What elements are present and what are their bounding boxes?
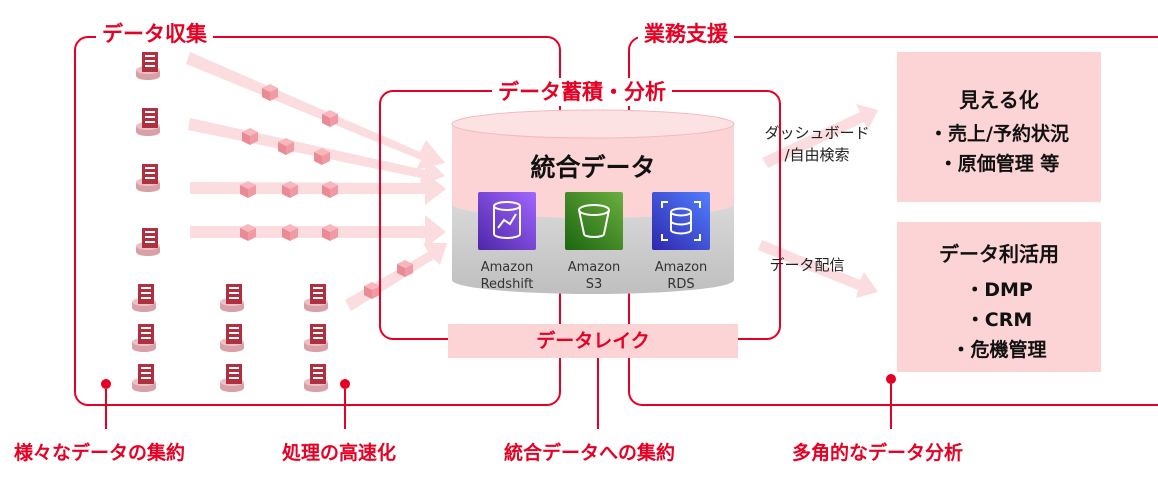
connector-dot — [340, 379, 350, 389]
benefit-label-aggregation: 様々なデータの集約 — [14, 442, 186, 464]
arrow-3 — [190, 172, 446, 205]
connector-line — [344, 389, 346, 429]
connector-line — [597, 358, 599, 429]
data-lake-label: データレイク — [448, 324, 738, 358]
utilize-item: ・DMP — [965, 279, 1033, 301]
benefit-label-analysis: 多角的なデータ分析 — [792, 442, 964, 464]
connector-dot — [101, 379, 111, 389]
utilize-item: ・CRM — [965, 309, 1033, 331]
arrow-4 — [190, 215, 446, 248]
database-server-icon — [132, 52, 328, 392]
benefit-label-speed: 処理の高速化 — [282, 442, 397, 464]
collect-title: データ収集 — [96, 20, 213, 48]
utilize-item: ・危機管理 — [951, 339, 1047, 361]
visualize-item: ・売上/予約状況 — [929, 123, 1069, 145]
cylinder-title: 統合データ — [530, 153, 656, 182]
utilize-box: データ利活用 ・DMP ・CRM ・危機管理 — [897, 222, 1101, 372]
visualize-item: ・原価管理 等 — [938, 153, 1060, 175]
dashboard-label: ダッシュボード/自由検索 — [764, 124, 870, 164]
support-title: 業務支援 — [638, 20, 734, 48]
arrow-dashboard — [762, 104, 878, 168]
s3-bucket-icon — [565, 192, 623, 250]
store-title: データ蓄積・分析 — [492, 78, 672, 106]
visualize-title: 見える化 — [959, 88, 1039, 112]
connector-line — [105, 389, 107, 429]
connector-line — [890, 384, 892, 429]
benefit-label-integration: 統合データへの集約 — [504, 442, 676, 464]
rds-icon — [652, 192, 710, 250]
visualize-box: 見える化 ・売上/予約状況 ・原価管理 等 — [897, 52, 1101, 202]
distribution-label: データ配信 — [769, 256, 845, 274]
redshift-icon — [478, 192, 536, 250]
connector-dot — [886, 374, 896, 384]
arrow-distribution — [758, 240, 878, 298]
utilize-title: データ利活用 — [939, 242, 1059, 266]
